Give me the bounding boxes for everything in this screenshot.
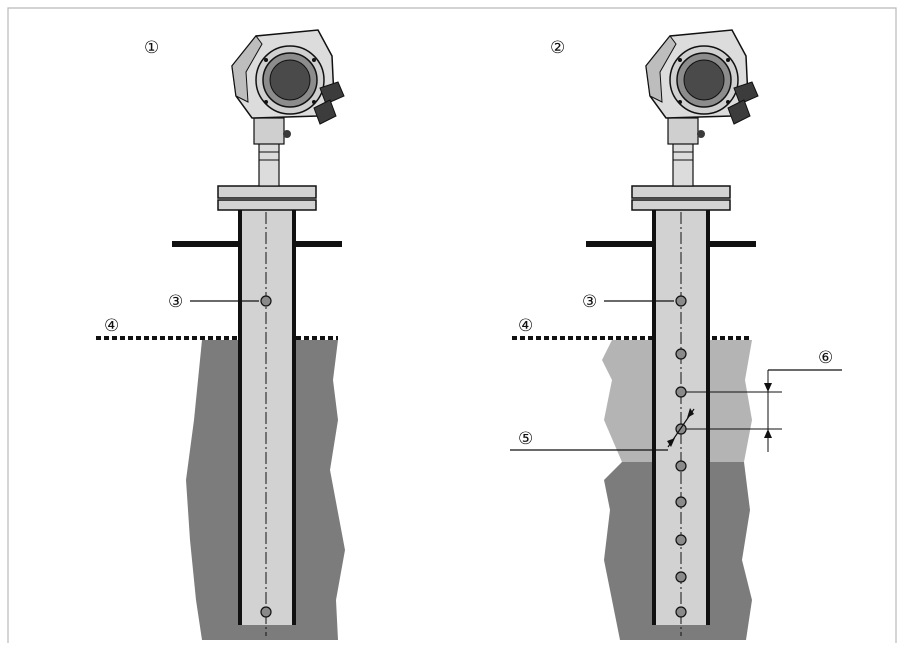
neck-left [258,141,280,187]
neck-collar-left [253,117,285,145]
flange-upper-left [217,185,317,199]
callout-3-label-left: ③ [168,292,183,312]
hole-diameter-dimension [510,408,695,451]
transmitter-housing-right [645,29,759,125]
vent-hole-right [675,496,687,508]
callout-2-label: ② [550,38,565,58]
callout-6-label: ⑥ [818,348,833,368]
flange-upper-right [631,185,731,199]
flange-lower-right [631,199,731,211]
vent-hole-right [675,534,687,546]
vent-hole-right [675,606,687,618]
callout-3-label-right: ③ [582,292,597,312]
vent-hole-left-bottom [260,606,272,618]
transmitter-housing-left [231,29,345,125]
callout-5-label: ⑤ [518,429,533,449]
vent-hole-right [675,460,687,472]
screw-right [697,130,705,138]
variant-2 [510,29,842,640]
callout-4-label-left: ④ [104,316,119,336]
vent-hole-right [675,348,687,360]
vent-hole-left-top [260,295,272,307]
callout-4-label-right: ④ [518,316,533,336]
neck-collar-right [667,117,699,145]
vent-hole-right [675,386,687,398]
neck-right [672,141,694,187]
stilling-pipe-left [240,210,294,625]
vent-hole-right [675,571,687,583]
hole-spacing-dimension [686,369,842,452]
variant-1 [96,29,345,640]
callout-1-label: ① [144,38,159,58]
figure-frame [7,7,897,643]
flange-lower-left [217,199,317,211]
vent-hole-right [675,295,687,307]
screw-left [283,130,291,138]
